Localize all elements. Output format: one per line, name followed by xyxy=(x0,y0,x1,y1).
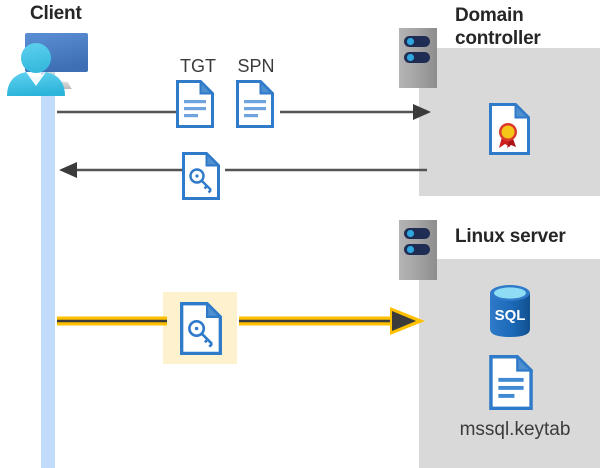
certificate-icon xyxy=(489,102,531,155)
domain-controller-server-icon xyxy=(399,28,437,88)
domain-controller-title: Domain controller xyxy=(455,4,600,50)
connector-client-to-linux-server xyxy=(55,306,430,336)
client-workstation-icon xyxy=(4,26,98,102)
tgt-label: TGT xyxy=(180,56,216,76)
client-title: Client xyxy=(30,3,82,24)
tgt-document-icon xyxy=(176,79,215,128)
domain-controller-title-line2: controller xyxy=(455,28,541,49)
linux-server-server-icon xyxy=(399,220,437,280)
keytab-file-label: mssql.keytab xyxy=(459,419,571,440)
keytab-file-icon xyxy=(489,353,534,410)
service-ticket-key-document-icon-highlighted xyxy=(180,300,223,355)
service-ticket-key-document-icon xyxy=(182,151,221,200)
spn-label: SPN xyxy=(237,56,275,76)
sql-database-icon: SQL xyxy=(486,283,534,339)
linux-server-title: Linux server xyxy=(455,226,566,247)
spn-document-icon xyxy=(236,79,275,128)
client-lifeline xyxy=(41,72,55,468)
domain-controller-title-line1: Domain xyxy=(455,5,524,26)
sql-label: SQL xyxy=(495,307,526,324)
connector-domain-controller-to-client xyxy=(55,158,435,182)
